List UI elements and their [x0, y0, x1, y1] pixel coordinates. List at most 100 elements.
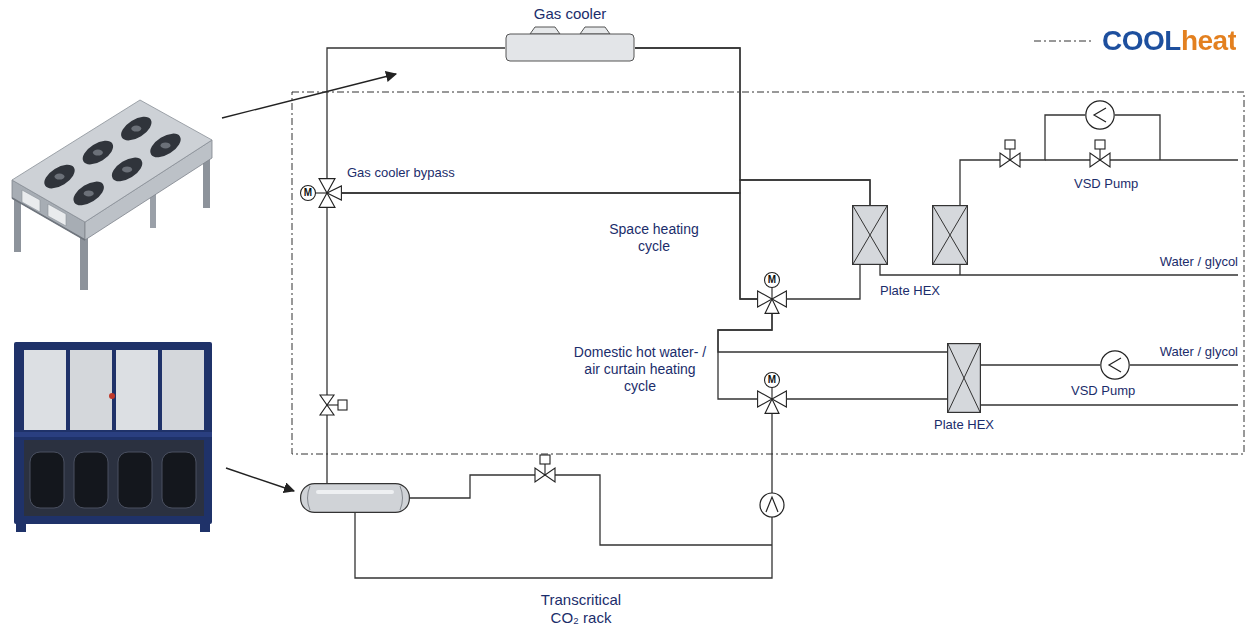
motor-valve-letter: M — [300, 185, 316, 201]
fan-part — [131, 126, 141, 132]
photo-pointer-arrow-part — [226, 468, 294, 491]
vsd-pump-outline-part — [1101, 351, 1129, 379]
gas-cooler-photo-part — [48, 204, 66, 226]
fan-part — [161, 142, 171, 148]
component-label: Gas cooler — [533, 5, 608, 23]
three-way-valve: MGas cooler bypass — [300, 178, 342, 208]
fan-part — [70, 177, 108, 210]
fan-part — [122, 166, 132, 172]
vsd-pump-outline-part — [1094, 108, 1106, 122]
three-way-valve: M — [757, 272, 787, 314]
component-label: Gas cooler bypass — [346, 165, 456, 181]
fan-part — [55, 174, 65, 180]
fan-part — [84, 190, 94, 196]
expansion-valve-symbol-part — [320, 395, 334, 405]
refrigerant-pipe — [981, 364, 1100, 365]
refrigerant-pipe — [327, 48, 505, 178]
co2-rack-photo-part — [116, 350, 158, 430]
water-valve-symbol-part — [1005, 140, 1015, 149]
water-glycol-pipe-part — [981, 404, 1238, 405]
vsd-pump: VSD Pump — [1085, 100, 1115, 130]
plate-heat-exchanger-outline-part — [933, 206, 968, 265]
component-label: Plate HEX — [879, 283, 941, 299]
co2-rack-photo-part — [74, 452, 108, 508]
expansion-valve-symbol — [320, 395, 555, 482]
legend-line-sample — [1034, 36, 1094, 46]
refrigerant-pipe — [787, 398, 947, 399]
co2-receiver-outline — [300, 483, 410, 513]
water-glycol-pipe — [880, 115, 1238, 405]
three-way-valve-outline-part — [327, 186, 341, 200]
co2-rack-photo-part — [24, 440, 204, 516]
co2-rack-photo-part — [24, 350, 66, 430]
co2-receiver-outline-part — [316, 490, 394, 494]
fan-part — [108, 153, 146, 186]
component-label: Transcritical CO₂ rack — [525, 591, 637, 627]
fan-part — [79, 136, 117, 169]
water-valve-symbol-part — [1009, 149, 1010, 160]
plate-heat-exchanger: Plate HEX — [947, 343, 981, 413]
cycle-label: Domestic hot water- / air curtain heatin… — [570, 344, 710, 395]
refrigerant-pipe — [342, 193, 757, 299]
fan-part — [93, 150, 103, 156]
legend-line-sample-part — [1034, 41, 1094, 42]
gas-cooler-photo — [12, 100, 212, 290]
water-glycol-pipe-part — [1045, 159, 1238, 160]
component-label: VSD Pump — [1070, 383, 1136, 399]
vsd-pump-outline-part — [1086, 101, 1114, 129]
plate-heat-exchanger-outline-part — [933, 206, 967, 264]
three-way-valve-outline-part — [765, 299, 779, 313]
co2-rack-photo-part — [118, 452, 152, 508]
co2-receiver-outline-part — [301, 484, 410, 513]
co2-receiver-outline-part — [308, 486, 403, 510]
coolheat-scope-boundary — [292, 92, 1244, 454]
co2-rack-photo-part — [70, 350, 112, 430]
gas-cooler-photo-part — [12, 100, 212, 222]
water-valve-symbol-part — [1099, 149, 1100, 160]
photo-pointer-arrow — [222, 74, 396, 491]
expansion-valve-symbol-part — [545, 468, 555, 482]
three-way-valve-outline-part — [771, 287, 772, 299]
water-glycol-pipe-part — [1130, 364, 1238, 365]
refrigerant-pipe — [635, 48, 757, 299]
component-label: Plate HEX — [933, 417, 995, 433]
co2-receiver: Transcritical CO₂ rack — [300, 483, 410, 513]
co2-rack-photo-part — [30, 452, 64, 508]
expansion-valve-symbol-part — [544, 464, 545, 475]
plate-heat-exchanger-outline-part — [853, 206, 887, 264]
component-label: VSD Pump — [1073, 176, 1139, 192]
plate-heat-exchanger-outline-part — [853, 206, 888, 265]
compressor-symbol — [760, 493, 784, 517]
expansion-valve-symbol-part — [535, 468, 545, 482]
plate-heat-exchanger-outline — [852, 205, 968, 265]
refrigerant-pipe — [635, 48, 870, 205]
vsd-pump-outline — [1100, 350, 1130, 380]
water-valve-symbol-part — [1010, 153, 1020, 167]
refrigerant-pipe — [355, 414, 772, 578]
water-valve-symbol — [1000, 140, 1110, 167]
cycle-label: Space heating cycle — [600, 221, 708, 255]
plate-heat-exchanger-outline-part — [948, 344, 980, 412]
receiver-gas-line — [410, 475, 772, 545]
expansion-valve-symbol-part — [338, 400, 347, 410]
water-valve-symbol-part — [1095, 140, 1105, 149]
gas-cooler-symbol: Gas cooler — [505, 26, 635, 62]
gas-cooler-photo-part — [80, 234, 88, 290]
water-glycol-pipe-part — [1115, 115, 1160, 160]
gas-cooler-photo-part — [12, 198, 85, 240]
water-valve-symbol-part — [1100, 153, 1110, 167]
photo-pointer-arrow-part — [222, 74, 396, 118]
three-way-valve-outline-part — [765, 399, 779, 413]
fan-part — [146, 129, 184, 162]
expansion-valve-symbol-part — [320, 405, 334, 415]
compressor-symbol-part — [760, 493, 784, 517]
gas-cooler-symbol-outline-part — [506, 34, 634, 61]
cycle-label: Water / glycol — [1138, 343, 1238, 360]
three-way-valve: M — [757, 372, 787, 414]
vsd-pump-outline — [1085, 100, 1115, 130]
co2-rack-photo-part — [14, 342, 212, 524]
plate-heat-exchanger-outline-part — [948, 344, 981, 413]
motor-valve-letter: M — [764, 272, 780, 288]
